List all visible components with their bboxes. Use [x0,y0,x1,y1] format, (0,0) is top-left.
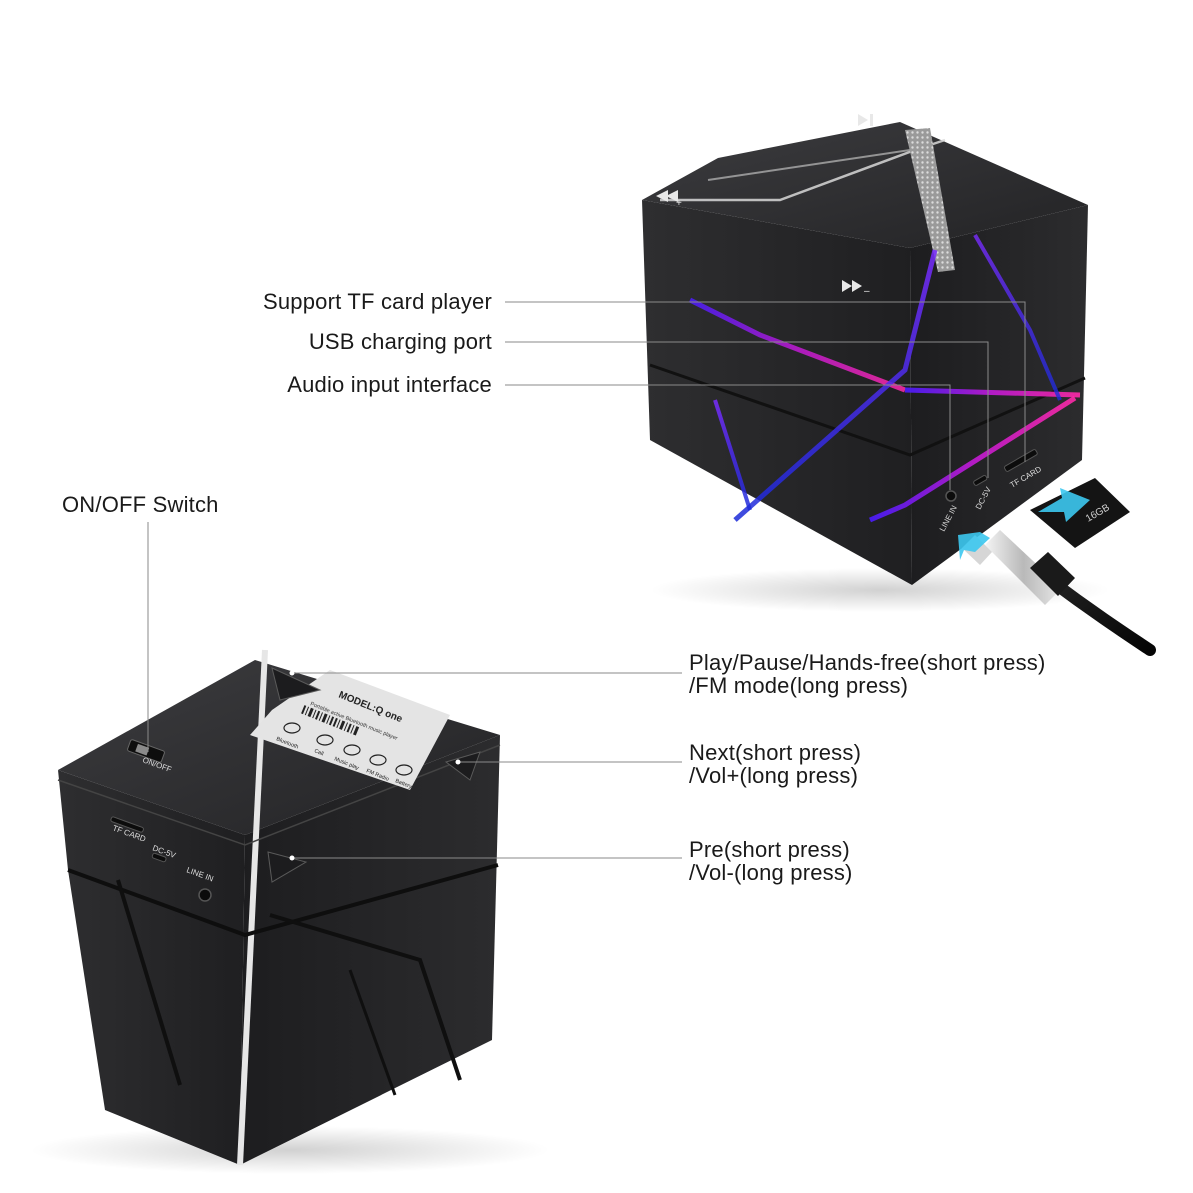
svg-text:+: + [676,198,682,209]
speaker-cube-rear: + – LINE IN DC-5V TF CARD 16GB [642,114,1156,656]
audio-cable [958,530,1156,656]
mode-call: Call [313,748,324,757]
leader-tf-card [505,301,1026,462]
svg-text:–: – [864,286,870,297]
leader-usb [505,341,989,478]
speaker-cube-front: MODEL:Q one Portable active Bluetooth mu… [30,649,550,1174]
callout-tf-card: Support TF card player [263,290,492,313]
label-mode-icons [283,722,413,776]
play-pause-button [271,667,322,701]
callout-next-line2: /Vol+(long press) [689,763,859,788]
callout-play: Play/Pause/Hands-free(short press) /FM m… [689,651,1046,697]
callout-switch: ON/OFF Switch [62,493,219,516]
play-pause-button-icon [858,114,873,126]
callout-audio-text: Audio input interface [287,372,492,397]
callout-usb: USB charging port [309,330,492,353]
callout-pre-line2: /Vol-(long press) [689,860,853,885]
callout-next: Next(short press) /Vol+(long press) [689,741,861,787]
callout-pre: Pre(short press) /Vol-(long press) [689,838,853,884]
callout-next-line1: Next(short press) [689,740,862,765]
next-button-icon: – [842,280,870,297]
prev-button [267,851,308,883]
callout-tf-card-text: Support TF card player [263,289,492,314]
callout-switch-text: ON/OFF Switch [62,492,219,517]
leader-lines [147,301,1026,859]
callout-audio: Audio input interface [287,373,492,396]
callout-play-line1: Play/Pause/Hands-free(short press) [689,650,1046,675]
prev-button-icon: + [656,190,682,209]
callout-usb-text: USB charging port [308,329,492,354]
leader-audio [505,384,951,490]
callout-pre-line1: Pre(short press) [689,837,850,862]
leader-dots [289,670,461,861]
micro-sd-card: 16GB [1030,478,1130,548]
next-button [444,751,481,781]
label-barcode [301,705,360,736]
callout-play-line2: /FM mode(long press) [689,673,909,698]
product-label: MODEL:Q one Portable active Bluetooth mu… [250,670,450,790]
